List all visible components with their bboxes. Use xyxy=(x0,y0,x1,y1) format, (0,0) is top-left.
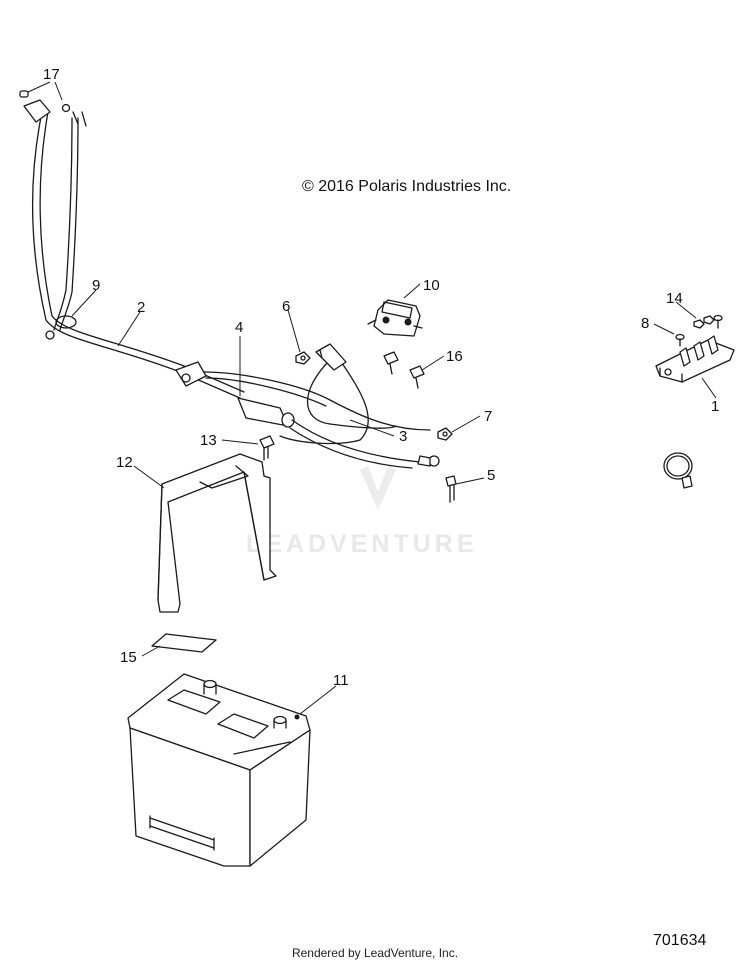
terminal-block-part-1 xyxy=(655,335,735,383)
callout-12: 12 xyxy=(116,454,133,471)
screw-part-8 xyxy=(675,333,685,347)
callout-14: 14 xyxy=(666,290,683,307)
callout-11: 11 xyxy=(333,672,349,689)
callout-3: 3 xyxy=(399,428,407,445)
battery-part-11 xyxy=(127,673,311,867)
callout-1: 1 xyxy=(711,398,719,415)
callout-6: 6 xyxy=(282,298,290,315)
callout-13: 13 xyxy=(200,432,217,449)
leader-lines xyxy=(27,81,717,715)
callout-2: 2 xyxy=(137,299,145,316)
nut-part-6 xyxy=(295,351,311,365)
callout-17: 17 xyxy=(43,66,60,83)
copyright-notice: © 2016 Polaris Industries Inc. xyxy=(302,178,512,195)
callout-9: 9 xyxy=(92,277,100,294)
watermark: LEADVENTURE xyxy=(246,466,478,558)
callout-4: 4 xyxy=(235,319,243,336)
clamp-ring xyxy=(663,452,693,489)
battery-cable-part-2 xyxy=(19,90,245,399)
watermark-text: LEADVENTURE xyxy=(246,530,478,558)
nuts-part-14 xyxy=(693,314,723,329)
callout-5: 5 xyxy=(487,467,495,484)
callout-7: 7 xyxy=(484,408,492,425)
relay-part-10 xyxy=(367,299,423,337)
callouts: 17 9 2 4 6 10 16 3 7 5 13 12 15 11 14 8 … xyxy=(43,66,719,689)
footer-credit: Rendered by LeadVenture, Inc. xyxy=(291,946,459,960)
nut-part-7 xyxy=(437,427,453,441)
positive-cable-part-3 xyxy=(279,343,397,445)
pad-part-15 xyxy=(151,633,217,653)
figure-number: 701634 xyxy=(653,932,707,949)
screw-part-16 xyxy=(383,351,425,389)
callout-16: 16 xyxy=(446,348,463,365)
callout-15: 15 xyxy=(120,649,137,666)
bracket-part-12 xyxy=(157,453,277,613)
callout-10: 10 xyxy=(423,277,440,294)
bolt-part-5 xyxy=(445,475,457,503)
callout-8: 8 xyxy=(641,315,649,332)
bolt-part-13 xyxy=(259,435,275,461)
